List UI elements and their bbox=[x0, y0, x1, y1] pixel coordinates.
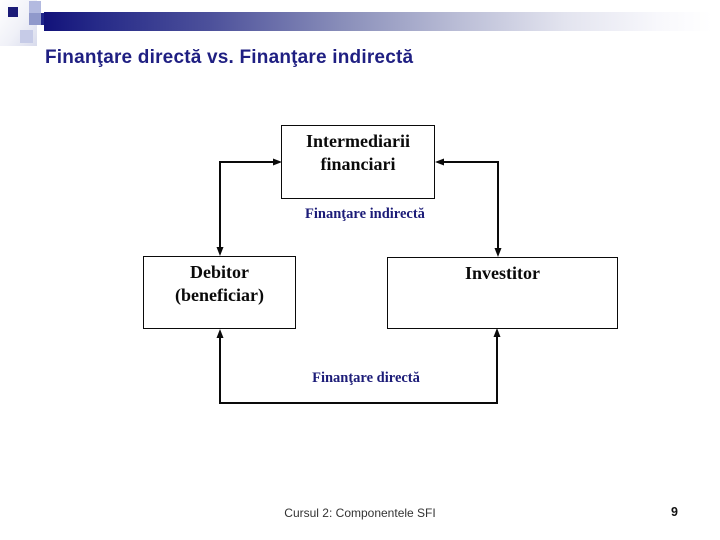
corner-square-light bbox=[29, 1, 41, 13]
box-debitor-line1: Debitor bbox=[190, 262, 249, 282]
box-intermediarii-line2: financiari bbox=[320, 154, 396, 174]
corner-square-navy bbox=[8, 7, 18, 17]
header-gradient-bar bbox=[44, 12, 712, 31]
box-debitor-line2: (beneficiar) bbox=[175, 285, 264, 305]
corner-square-medium bbox=[29, 13, 41, 25]
page-number: 9 bbox=[671, 505, 678, 519]
arrow-investitor-intermediari bbox=[435, 158, 502, 257]
corner-square-pale bbox=[20, 30, 33, 43]
arrow-debitor-intermediari bbox=[216, 158, 282, 256]
slide-title: Finanţare directă vs. Finanţare indirect… bbox=[45, 47, 414, 68]
label-finantare-directa: Finanţare directă bbox=[312, 370, 420, 386]
box-intermediarii-financiari: Intermediarii financiari bbox=[281, 125, 435, 199]
footer-course-label: Cursul 2: Componentele SFI bbox=[284, 506, 436, 520]
box-intermediarii-line1: Intermediarii bbox=[306, 131, 410, 151]
label-finantare-indirecta: Finanţare indirectă bbox=[305, 206, 425, 222]
box-debitor: Debitor (beneficiar) bbox=[143, 256, 296, 329]
box-investitor: Investitor bbox=[387, 257, 618, 329]
box-investitor-label: Investitor bbox=[465, 263, 540, 283]
